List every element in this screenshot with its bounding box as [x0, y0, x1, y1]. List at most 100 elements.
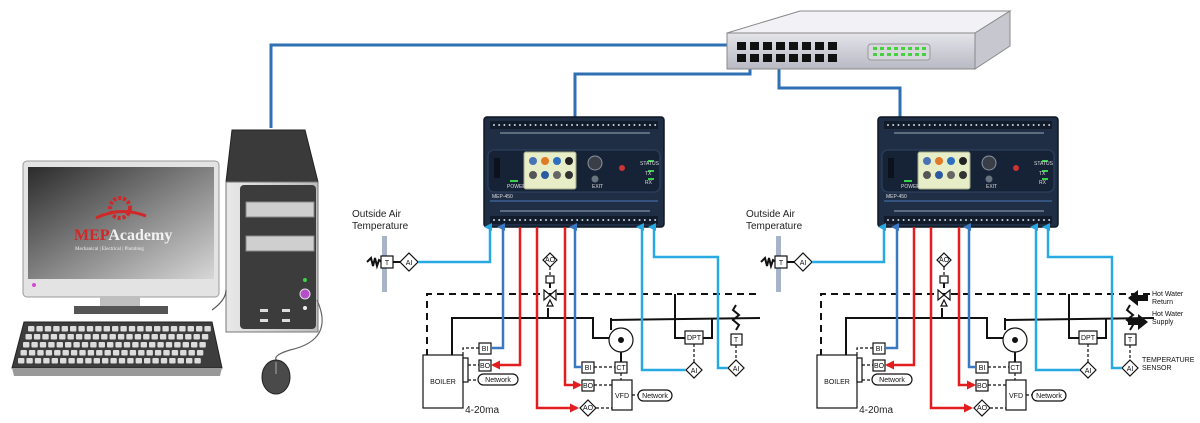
boiler-bo-wire	[491, 227, 522, 370]
supply-temp-probe-icon	[731, 304, 741, 331]
supply-pipe	[845, 317, 1006, 355]
switch-port	[828, 42, 837, 50]
ct-label: CT	[616, 365, 626, 372]
monitor: MEPAcademy Mechanical | Electrical | Plu…	[22, 160, 220, 314]
supply-temp-t-label: T	[1128, 337, 1133, 344]
switch-port	[750, 54, 759, 62]
workstation: MEPAcademy Mechanical | Electrical | Plu…	[11, 129, 323, 395]
pump-ao	[973, 399, 991, 417]
time-icon	[923, 171, 931, 179]
mouse	[211, 289, 323, 395]
pump-ao-label: AO	[583, 405, 594, 412]
switch-led-panel	[867, 43, 931, 61]
document-icon	[947, 171, 955, 179]
pump-ao-wire	[535, 227, 579, 413]
exit-button[interactable]	[985, 175, 993, 183]
power-led	[904, 180, 912, 182]
switch-led	[880, 53, 884, 56]
alarm-icon	[541, 157, 549, 165]
switch-led	[922, 53, 926, 56]
document-icon	[553, 171, 561, 179]
calendar-icon	[923, 157, 931, 165]
exit-button[interactable]	[591, 175, 599, 183]
switch-led	[873, 47, 877, 50]
vfd-network-label: Network	[642, 393, 668, 400]
calendar-icon	[529, 157, 537, 165]
pump-bi-wire	[963, 223, 976, 369]
pump-ao	[579, 399, 597, 417]
dpt-ai	[1079, 361, 1097, 379]
switch-port	[802, 54, 811, 62]
optical-drive-2	[245, 235, 315, 252]
clock-icon	[565, 157, 573, 165]
boiler-network	[871, 373, 913, 386]
power-label: POWER	[901, 184, 920, 190]
pump-bi-label: BI	[585, 365, 592, 372]
boiler-label: BOILER	[824, 379, 850, 386]
switch-led	[908, 47, 912, 50]
boiler-bo-wire	[885, 227, 916, 370]
outside-air-label-2: Temperature	[352, 221, 409, 232]
oat-wire	[418, 223, 492, 264]
switch-led	[894, 53, 898, 56]
oat-wire	[812, 223, 886, 264]
switch-port	[776, 42, 785, 50]
rx-label: RX	[1039, 180, 1047, 186]
supply-arrow-icon	[1128, 314, 1148, 330]
jog-dial[interactable]	[981, 155, 997, 171]
oat-t-label: T	[385, 260, 390, 267]
switch-leds	[873, 47, 926, 56]
switch-led	[887, 53, 891, 56]
info-icon	[553, 157, 561, 165]
gear-icon	[541, 171, 549, 179]
boiler-network	[477, 373, 519, 386]
boiler-bo-label: BO	[874, 363, 885, 370]
vfd-label: VFD	[615, 393, 629, 400]
brand-suffix: Academy	[108, 227, 172, 244]
boiler-bo-label: BO	[480, 363, 491, 370]
boiler-label: BOILER	[430, 379, 456, 386]
switch-led	[873, 53, 877, 56]
valve-ao-label: AO	[545, 257, 556, 264]
signal-label: 4-20ma	[859, 405, 893, 416]
alarm-icon	[935, 157, 943, 165]
switch-port	[763, 54, 772, 62]
dpt-ai	[685, 361, 703, 379]
vfd-label: VFD	[1009, 393, 1023, 400]
switch-port	[815, 42, 824, 50]
lcd-screen	[523, 151, 577, 190]
supply-temp-ai	[1121, 359, 1139, 377]
flow-legend: Hot Water Return Hot Water Supply TEMPER…	[1128, 290, 1195, 372]
dpt-label: DPT	[687, 335, 702, 342]
supply-pipe	[451, 317, 612, 355]
svg-text:MEPAcademy: MEPAcademy	[74, 227, 172, 244]
switch-port	[763, 42, 772, 50]
pump-bo-label: BO	[583, 383, 594, 390]
lcd-screen	[917, 151, 971, 190]
time-icon	[529, 171, 537, 179]
oat-ai-label: AI	[800, 260, 807, 267]
pump-ao-label: AO	[977, 405, 988, 412]
return-arrow-icon	[1128, 290, 1148, 306]
controller-1-network-cable	[573, 56, 752, 117]
jog-dial[interactable]	[587, 155, 603, 171]
dpt-ai-wire	[1030, 223, 1080, 372]
boiler	[816, 354, 858, 409]
clock-icon	[959, 157, 967, 165]
brand-prefix: MEP	[74, 227, 110, 244]
oat-ai	[399, 252, 419, 272]
switch-led	[915, 47, 919, 50]
boiler-bi-label: BI	[876, 346, 883, 353]
ct-label: CT	[1010, 365, 1020, 372]
switch-port	[789, 42, 798, 50]
temp-sensor-label-2: SENSOR	[1142, 365, 1172, 372]
switch-led	[894, 47, 898, 50]
switch-led	[922, 47, 926, 50]
switch-led	[880, 47, 884, 50]
rx-label: RX	[645, 180, 653, 186]
switch-port	[737, 42, 746, 50]
valve-ao-label: AO	[939, 257, 950, 264]
supply-label-2: Supply	[1152, 319, 1174, 326]
